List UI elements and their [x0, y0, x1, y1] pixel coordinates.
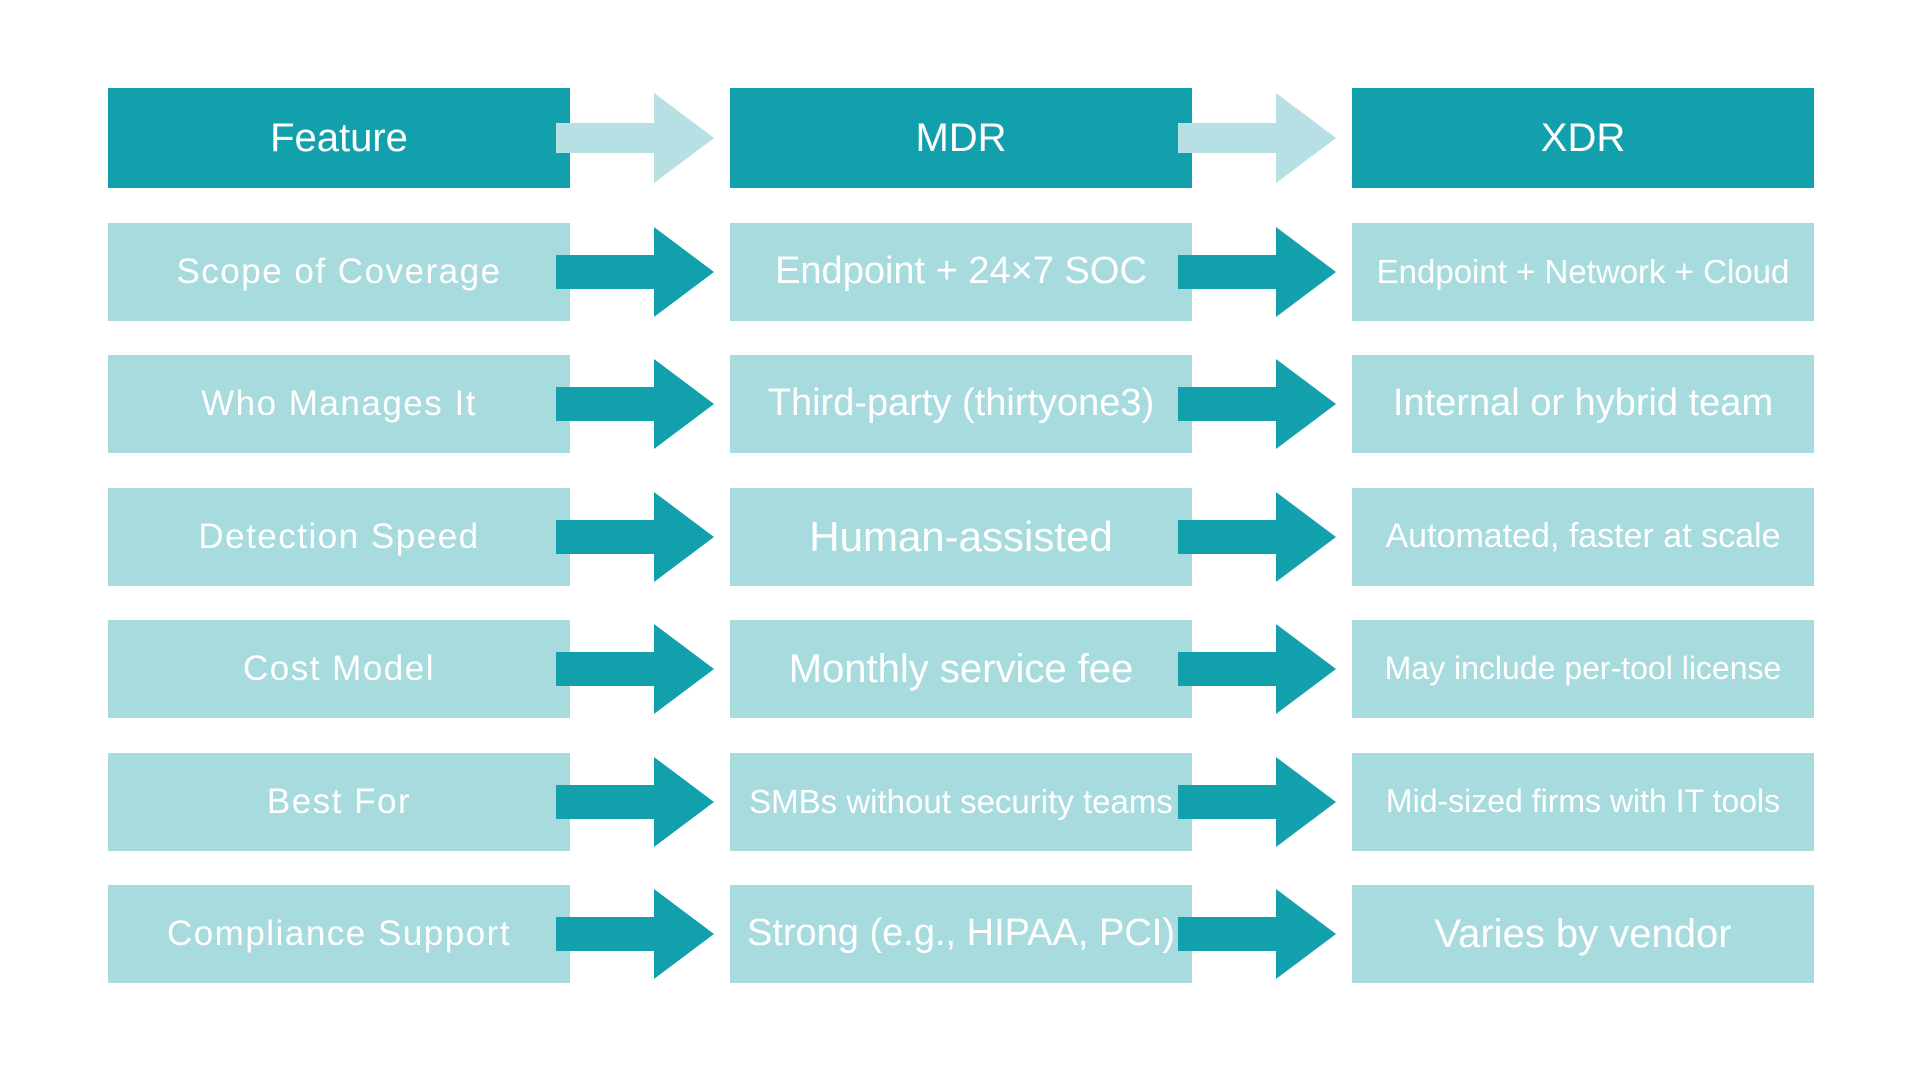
- arrow-head: [654, 359, 714, 449]
- arrow-shaft: [556, 123, 654, 153]
- cell-xdr-compliance: Varies by vendor: [1352, 885, 1814, 983]
- arrow-shaft: [1178, 520, 1276, 554]
- header-feature: Feature: [108, 88, 570, 188]
- arrow-right-icon: [1178, 227, 1336, 317]
- arrow-shaft: [556, 652, 654, 686]
- cell-xdr-scope: Endpoint + Network + Cloud: [1352, 223, 1814, 321]
- arrow-shaft: [556, 520, 654, 554]
- arrow-right-icon: [556, 624, 714, 714]
- arrow-head: [1276, 889, 1336, 979]
- arrow-right-icon: [1178, 889, 1336, 979]
- arrow-shaft: [556, 387, 654, 421]
- cell-xdr-cost: May include per-tool license: [1352, 620, 1814, 718]
- arrow-head: [654, 93, 714, 183]
- arrow-shaft: [1178, 387, 1276, 421]
- cell-feature-manages: Who Manages It: [108, 355, 570, 453]
- cell-feature-cost: Cost Model: [108, 620, 570, 718]
- cell-xdr-speed: Automated, faster at scale: [1352, 488, 1814, 586]
- arrow-shaft: [1178, 123, 1276, 153]
- cell-xdr-manages: Internal or hybrid team: [1352, 355, 1814, 453]
- arrow-shaft: [556, 785, 654, 819]
- arrow-shaft: [556, 917, 654, 951]
- arrow-shaft: [1178, 917, 1276, 951]
- cell-mdr-speed: Human-assisted: [730, 488, 1192, 586]
- arrow-shaft: [1178, 785, 1276, 819]
- cell-mdr-compliance: Strong (e.g., HIPAA, PCI): [730, 885, 1192, 983]
- arrow-right-icon: [556, 889, 714, 979]
- arrow-right-icon: [556, 93, 714, 183]
- cell-feature-speed: Detection Speed: [108, 488, 570, 586]
- arrow-head: [1276, 359, 1336, 449]
- arrow-head: [654, 889, 714, 979]
- arrow-right-icon: [1178, 359, 1336, 449]
- arrow-head: [654, 757, 714, 847]
- arrow-head: [1276, 227, 1336, 317]
- arrow-head: [654, 227, 714, 317]
- arrow-head: [1276, 757, 1336, 847]
- cell-mdr-scope: Endpoint + 24×7 SOC: [730, 223, 1192, 321]
- cell-xdr-bestfor: Mid-sized firms with IT tools: [1352, 753, 1814, 851]
- cell-mdr-bestfor: SMBs without security teams: [730, 753, 1192, 851]
- arrow-shaft: [1178, 652, 1276, 686]
- arrow-right-icon: [1178, 624, 1336, 714]
- arrow-head: [1276, 492, 1336, 582]
- arrow-shaft: [556, 255, 654, 289]
- arrow-right-icon: [556, 227, 714, 317]
- arrow-right-icon: [1178, 492, 1336, 582]
- arrow-head: [1276, 624, 1336, 714]
- cell-feature-scope: Scope of Coverage: [108, 223, 570, 321]
- arrow-shaft: [1178, 255, 1276, 289]
- cell-mdr-cost: Monthly service fee: [730, 620, 1192, 718]
- arrow-head: [654, 492, 714, 582]
- arrow-head: [1276, 93, 1336, 183]
- arrow-right-icon: [1178, 93, 1336, 183]
- cell-mdr-manages: Third-party (thirtyone3): [730, 355, 1192, 453]
- arrow-right-icon: [556, 359, 714, 449]
- arrow-right-icon: [556, 757, 714, 847]
- arrow-right-icon: [556, 492, 714, 582]
- header-mdr: MDR: [730, 88, 1192, 188]
- arrow-right-icon: [1178, 757, 1336, 847]
- cell-feature-bestfor: Best For: [108, 753, 570, 851]
- cell-feature-compliance: Compliance Support: [108, 885, 570, 983]
- header-xdr: XDR: [1352, 88, 1814, 188]
- arrow-head: [654, 624, 714, 714]
